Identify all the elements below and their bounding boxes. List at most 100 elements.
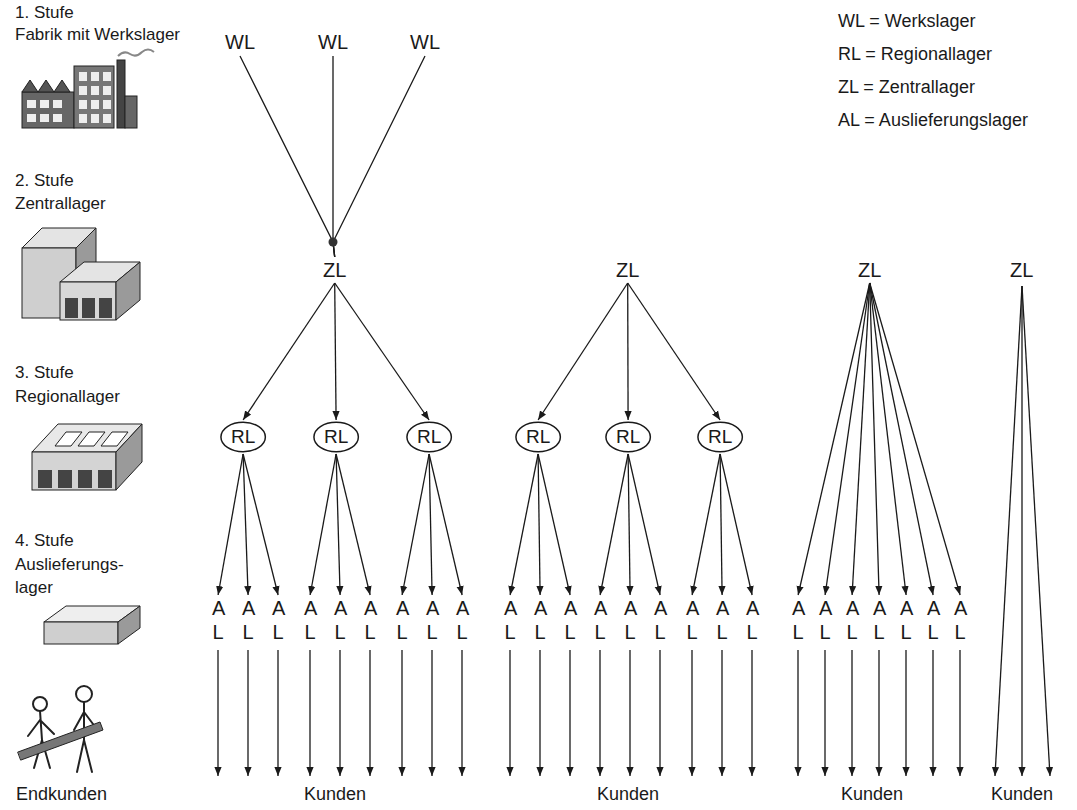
connector-arrow (870, 283, 960, 595)
delivery-depot: A L (210, 596, 226, 644)
node-text: A L (272, 596, 284, 644)
delivery-depot: A L (790, 596, 806, 644)
customer-label: Endkunden (16, 783, 107, 805)
delivery-depot: A L (270, 596, 286, 644)
stage-number: 1. Stufe (15, 2, 74, 23)
node-text: A L (716, 596, 728, 644)
connector-arrow (402, 454, 429, 595)
delivery-depot: A L (532, 596, 548, 644)
node-text: A L (364, 596, 376, 644)
factory-icon (22, 50, 154, 129)
node-text: A L (792, 596, 804, 644)
connector-arrow (243, 283, 335, 420)
node-text: A L (504, 596, 516, 644)
regional-warehouse-ellipse: RL (406, 421, 452, 453)
node-text: RL (324, 426, 348, 448)
connector-arrow (852, 283, 870, 595)
central-warehouse: ZL (613, 258, 642, 282)
node-text: ZL (855, 258, 884, 282)
delivery-depot: A L (817, 596, 833, 644)
connector-arrow (429, 454, 462, 595)
connector-arrow (628, 283, 720, 420)
connector-arrow (218, 454, 243, 595)
delivery-depot: A L (362, 596, 378, 644)
node-text: RL (417, 426, 441, 448)
delivery-depot: A L (394, 596, 410, 644)
node-text: A L (954, 596, 966, 644)
delivery-depot: A L (622, 596, 638, 644)
node-text: RL (708, 426, 732, 448)
stage-number: 3. Stufe (15, 362, 74, 383)
connector-arrow (692, 454, 720, 595)
node-text: WL (407, 30, 443, 54)
connector-arrow (243, 454, 248, 595)
node-text: A L (900, 596, 912, 644)
delivery-depot-icon (44, 606, 140, 644)
connector-arrow (510, 454, 538, 595)
delivery-depot: A L (302, 596, 318, 644)
node-text: A L (819, 596, 831, 644)
delivery-depot: A L (454, 596, 470, 644)
customer-arrows (218, 286, 1050, 776)
node-text: A L (846, 596, 858, 644)
connector-arrow (825, 283, 870, 595)
customer-label: Kunden (597, 783, 659, 805)
connector-arrow (310, 454, 336, 595)
connector-arrow (798, 283, 870, 595)
stage-number: 2. Stufe (15, 170, 74, 191)
merge-dot (329, 238, 338, 247)
stage-name: Auslieferungs- lager (15, 553, 124, 599)
delivery-depot: A L (898, 596, 914, 644)
delivery-depot: A L (652, 596, 668, 644)
customer-label: Kunden (304, 783, 366, 805)
delivery-depot: A L (744, 596, 760, 644)
node-text: A L (212, 596, 224, 644)
connector-arrow (628, 454, 660, 595)
legend-entry: ZL = Zentrallager (838, 76, 975, 98)
regional-warehouse-ellipse: RL (605, 421, 651, 453)
node-text: A L (456, 596, 468, 644)
connector-arrow (870, 283, 879, 595)
delivery-depot: A L (871, 596, 887, 644)
node-text: WL (315, 30, 351, 54)
connector-arrow (870, 283, 906, 595)
delivery-depot: A L (502, 596, 518, 644)
node-text: A L (654, 596, 666, 644)
node-text: WL (222, 30, 258, 54)
regional-warehouse-ellipse: RL (220, 421, 266, 453)
central-warehouse-icon (22, 228, 140, 320)
connector-arrow (429, 454, 432, 595)
delivery-depot: A L (844, 596, 860, 644)
connector-arrow (627, 283, 629, 420)
regional-warehouse-ellipse: RL (313, 421, 359, 453)
connector-arrow (336, 454, 370, 595)
delivery-depot: A L (952, 596, 968, 644)
connector-arrow (538, 283, 628, 420)
node-text: A L (624, 596, 636, 644)
node-text: RL (526, 426, 550, 448)
node-text: RL (616, 426, 640, 448)
regional-warehouse-icon (32, 424, 142, 490)
connector-arrow (333, 56, 425, 257)
connector-arrow (538, 454, 540, 595)
connector-arrow (628, 454, 630, 595)
node-text: ZL (1007, 258, 1036, 282)
connector-arrow (870, 283, 933, 595)
connector-arrow (336, 454, 340, 595)
connector-arrow (538, 454, 570, 595)
customer-label: Kunden (841, 783, 903, 805)
connector-arrow (600, 454, 628, 595)
central-warehouse: ZL (320, 258, 349, 282)
customers-icon (18, 686, 103, 772)
legend-entry: WL = Werkslager (838, 10, 976, 32)
delivery-depot: A L (240, 596, 256, 644)
delivery-depot: A L (684, 596, 700, 644)
customer-label: Kunden (991, 783, 1053, 805)
node-text: A L (534, 596, 546, 644)
node-text: A L (242, 596, 254, 644)
stage-name: Zentrallager (15, 193, 106, 214)
delivery-depot: A L (424, 596, 440, 644)
delivery-depot: A L (925, 596, 941, 644)
delivery-depot: A L (332, 596, 348, 644)
